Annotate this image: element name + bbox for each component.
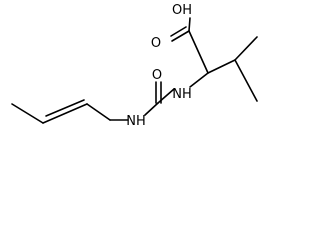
bond-carbonyl-nh (157, 88, 175, 104)
bond-alkene-double-outer (42, 103, 88, 124)
structural-formula: OH O O NH NH (11, 3, 258, 129)
nh-left-label: NH (126, 114, 146, 129)
bond-carboxyl-oh (188, 17, 191, 32)
bond-alpha-isopropyl (207, 59, 236, 74)
bond-nh-alpha (189, 72, 209, 88)
nh-right-label: NH (172, 87, 192, 102)
bond-alkene-ch2 (86, 103, 111, 121)
urea-oxygen-label: O (152, 68, 162, 83)
bond-alpha-carboxyl (188, 30, 209, 74)
bond-isopropyl-methyl-down (234, 59, 258, 102)
bond-nh-carbonyl (144, 102, 159, 116)
bond-carboxyl-double-1 (171, 30, 190, 42)
acid-oxygen-label: O (151, 36, 161, 51)
hydroxyl-label: OH (172, 3, 192, 18)
bond-isopropyl-methyl-up (234, 36, 258, 61)
bond-methyl-alkene (11, 103, 44, 124)
bond-alkene-double-inner (45, 99, 85, 117)
bond-carboxyl-double-2 (170, 26, 187, 37)
